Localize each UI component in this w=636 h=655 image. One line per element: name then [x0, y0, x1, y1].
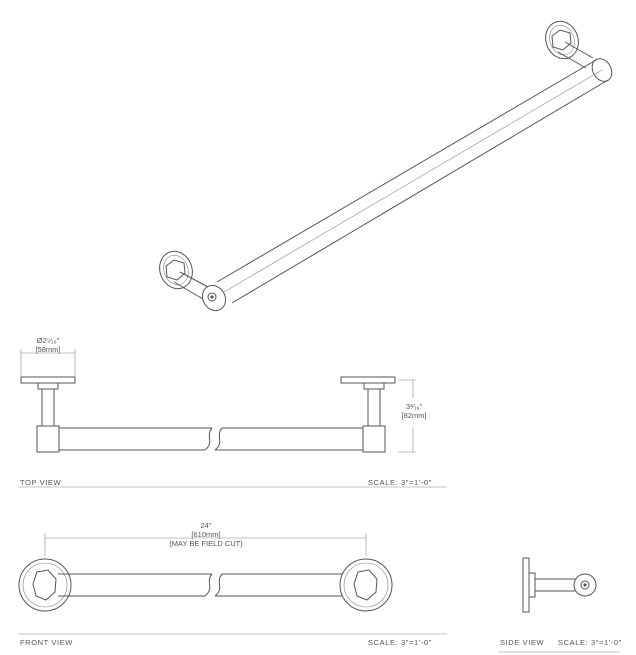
top-view-label: TOP VIEW — [20, 478, 62, 487]
projection-inch: 3³⁄₁₆" — [405, 402, 423, 411]
length-mm: [610mm] — [191, 530, 221, 539]
front-view — [18, 533, 447, 635]
length-inch: 24" — [200, 521, 212, 530]
side-view-scale: SCALE: 3"=1'-0" — [558, 638, 622, 647]
isometric-view — [159, 20, 613, 312]
flange-diameter-dimension: Ø2⁵⁄₁₆" [58mm] — [18, 336, 78, 354]
projection-mm: [82mm] — [401, 411, 427, 420]
top-view — [18, 349, 447, 488]
flange-diameter-inch: Ø2⁵⁄₁₆" — [36, 336, 60, 345]
length-dimension: 24" [610mm] (MAY BE FIELD CUT) — [146, 521, 266, 548]
side-view-label: SIDE VIEW — [500, 638, 545, 647]
front-view-label: FRONT VIEW — [20, 638, 73, 647]
length-note: (MAY BE FIELD CUT) — [169, 539, 243, 548]
projection-dimension: 3³⁄₁₆" [82mm] — [392, 402, 436, 420]
side-view — [498, 557, 620, 653]
top-view-scale: SCALE: 3"=1'-0" — [368, 478, 432, 487]
flange-diameter-mm: [58mm] — [35, 345, 61, 354]
front-view-scale: SCALE: 3"=1'-0" — [368, 638, 432, 647]
